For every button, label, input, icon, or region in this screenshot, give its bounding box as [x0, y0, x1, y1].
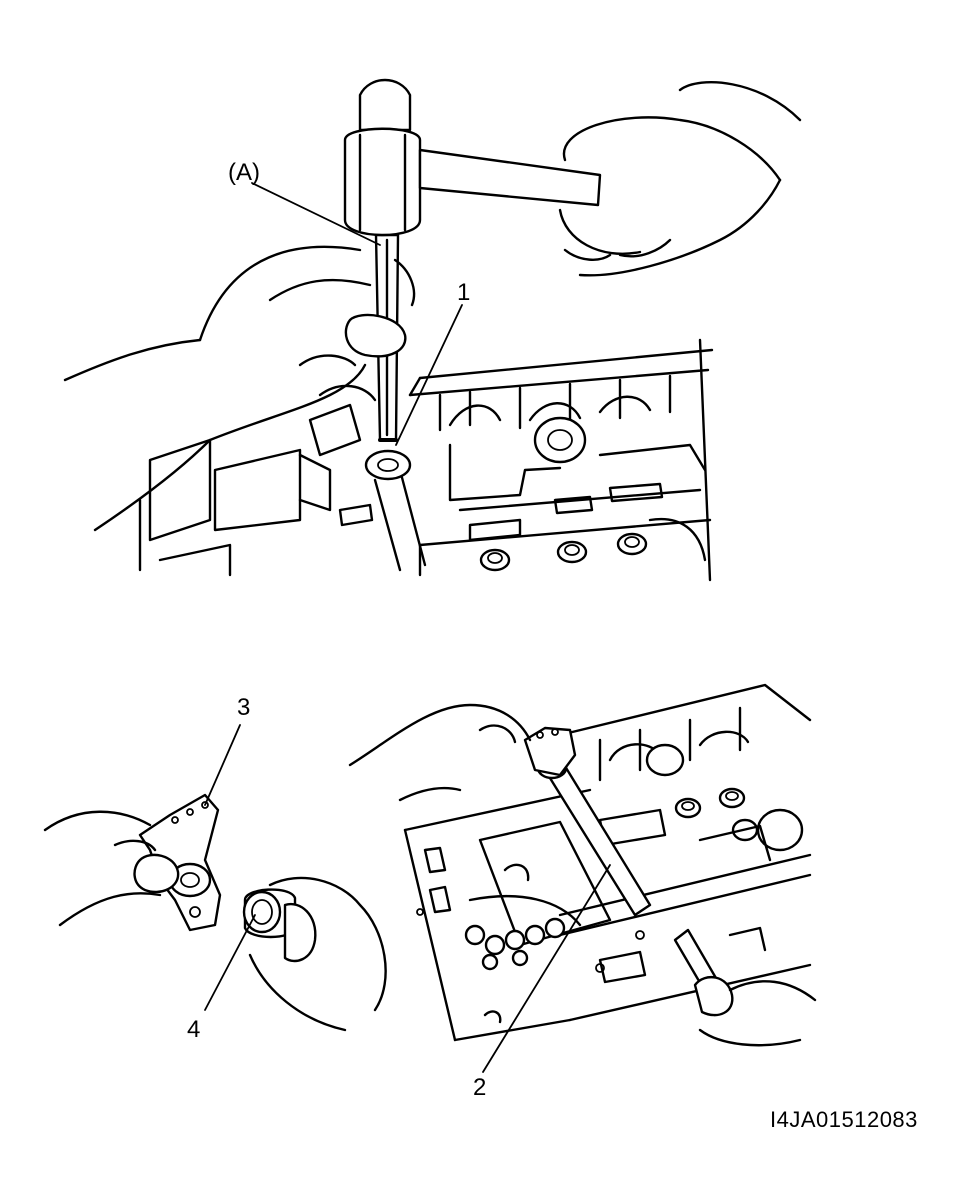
- label-part-4: 4: [187, 1016, 200, 1043]
- shift-lever-shaft: [364, 449, 427, 572]
- lower-right-illustration: [348, 683, 817, 1073]
- label-part-3: 3: [237, 694, 250, 721]
- bushing: [242, 888, 297, 939]
- bolt-group-lower: [674, 787, 804, 852]
- upper-illustration: [63, 78, 802, 582]
- hand-holding-punch: [63, 245, 416, 532]
- hand-holding-bushing: [248, 876, 387, 1032]
- hand-holding-hammer: [558, 81, 802, 277]
- figure-code: I4JA01512083: [770, 1107, 918, 1132]
- oil-passage-holes: [464, 917, 566, 971]
- leader-line-1: [395, 304, 463, 446]
- leader-line-4: [204, 914, 256, 1011]
- valve-body-lower: [403, 683, 812, 1042]
- label-part-2: 2: [473, 1074, 486, 1101]
- leader-line-2: [482, 864, 611, 1073]
- valve-body-upper: [138, 338, 714, 582]
- label-tool-a: (A): [228, 159, 260, 186]
- leader-line-3: [204, 724, 241, 806]
- bolt-group: [479, 532, 648, 572]
- hand-on-lever: [348, 703, 532, 802]
- hand-holding-lever: [43, 810, 180, 927]
- hand-inserting-pin: [693, 975, 817, 1047]
- hammer: [343, 78, 602, 237]
- installed-lever: [523, 726, 577, 777]
- label-part-1: 1: [457, 279, 470, 306]
- leader-line-a: [251, 182, 381, 246]
- lower-left-illustration: [43, 724, 387, 1032]
